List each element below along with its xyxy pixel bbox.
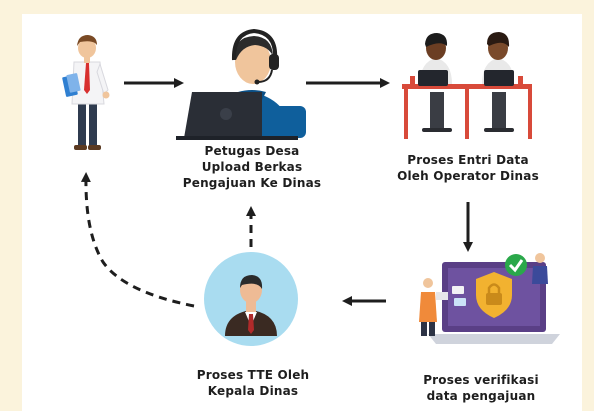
applicant-man-with-documents-icon [62,35,110,150]
operators-at-desks-icon [402,32,532,139]
security-verification-laptop-icon [419,253,560,344]
dashed-arrow-tte-to-applicant [80,172,195,308]
call-center-agent-laptop-icon [176,28,306,140]
step-label-petugas: Petugas Desa Upload Berkas Pengajuan Ke … [182,144,322,190]
step-label-tte: Proses TTE Oleh Kepala Dinas [196,368,310,398]
head-of-office-avatar-icon [204,252,298,346]
step-label-verifikasi: Proses verifikasi data pengajuan [423,373,539,403]
step-label-operator: Proses Entri Data Oleh Operator Dinas [397,153,539,183]
